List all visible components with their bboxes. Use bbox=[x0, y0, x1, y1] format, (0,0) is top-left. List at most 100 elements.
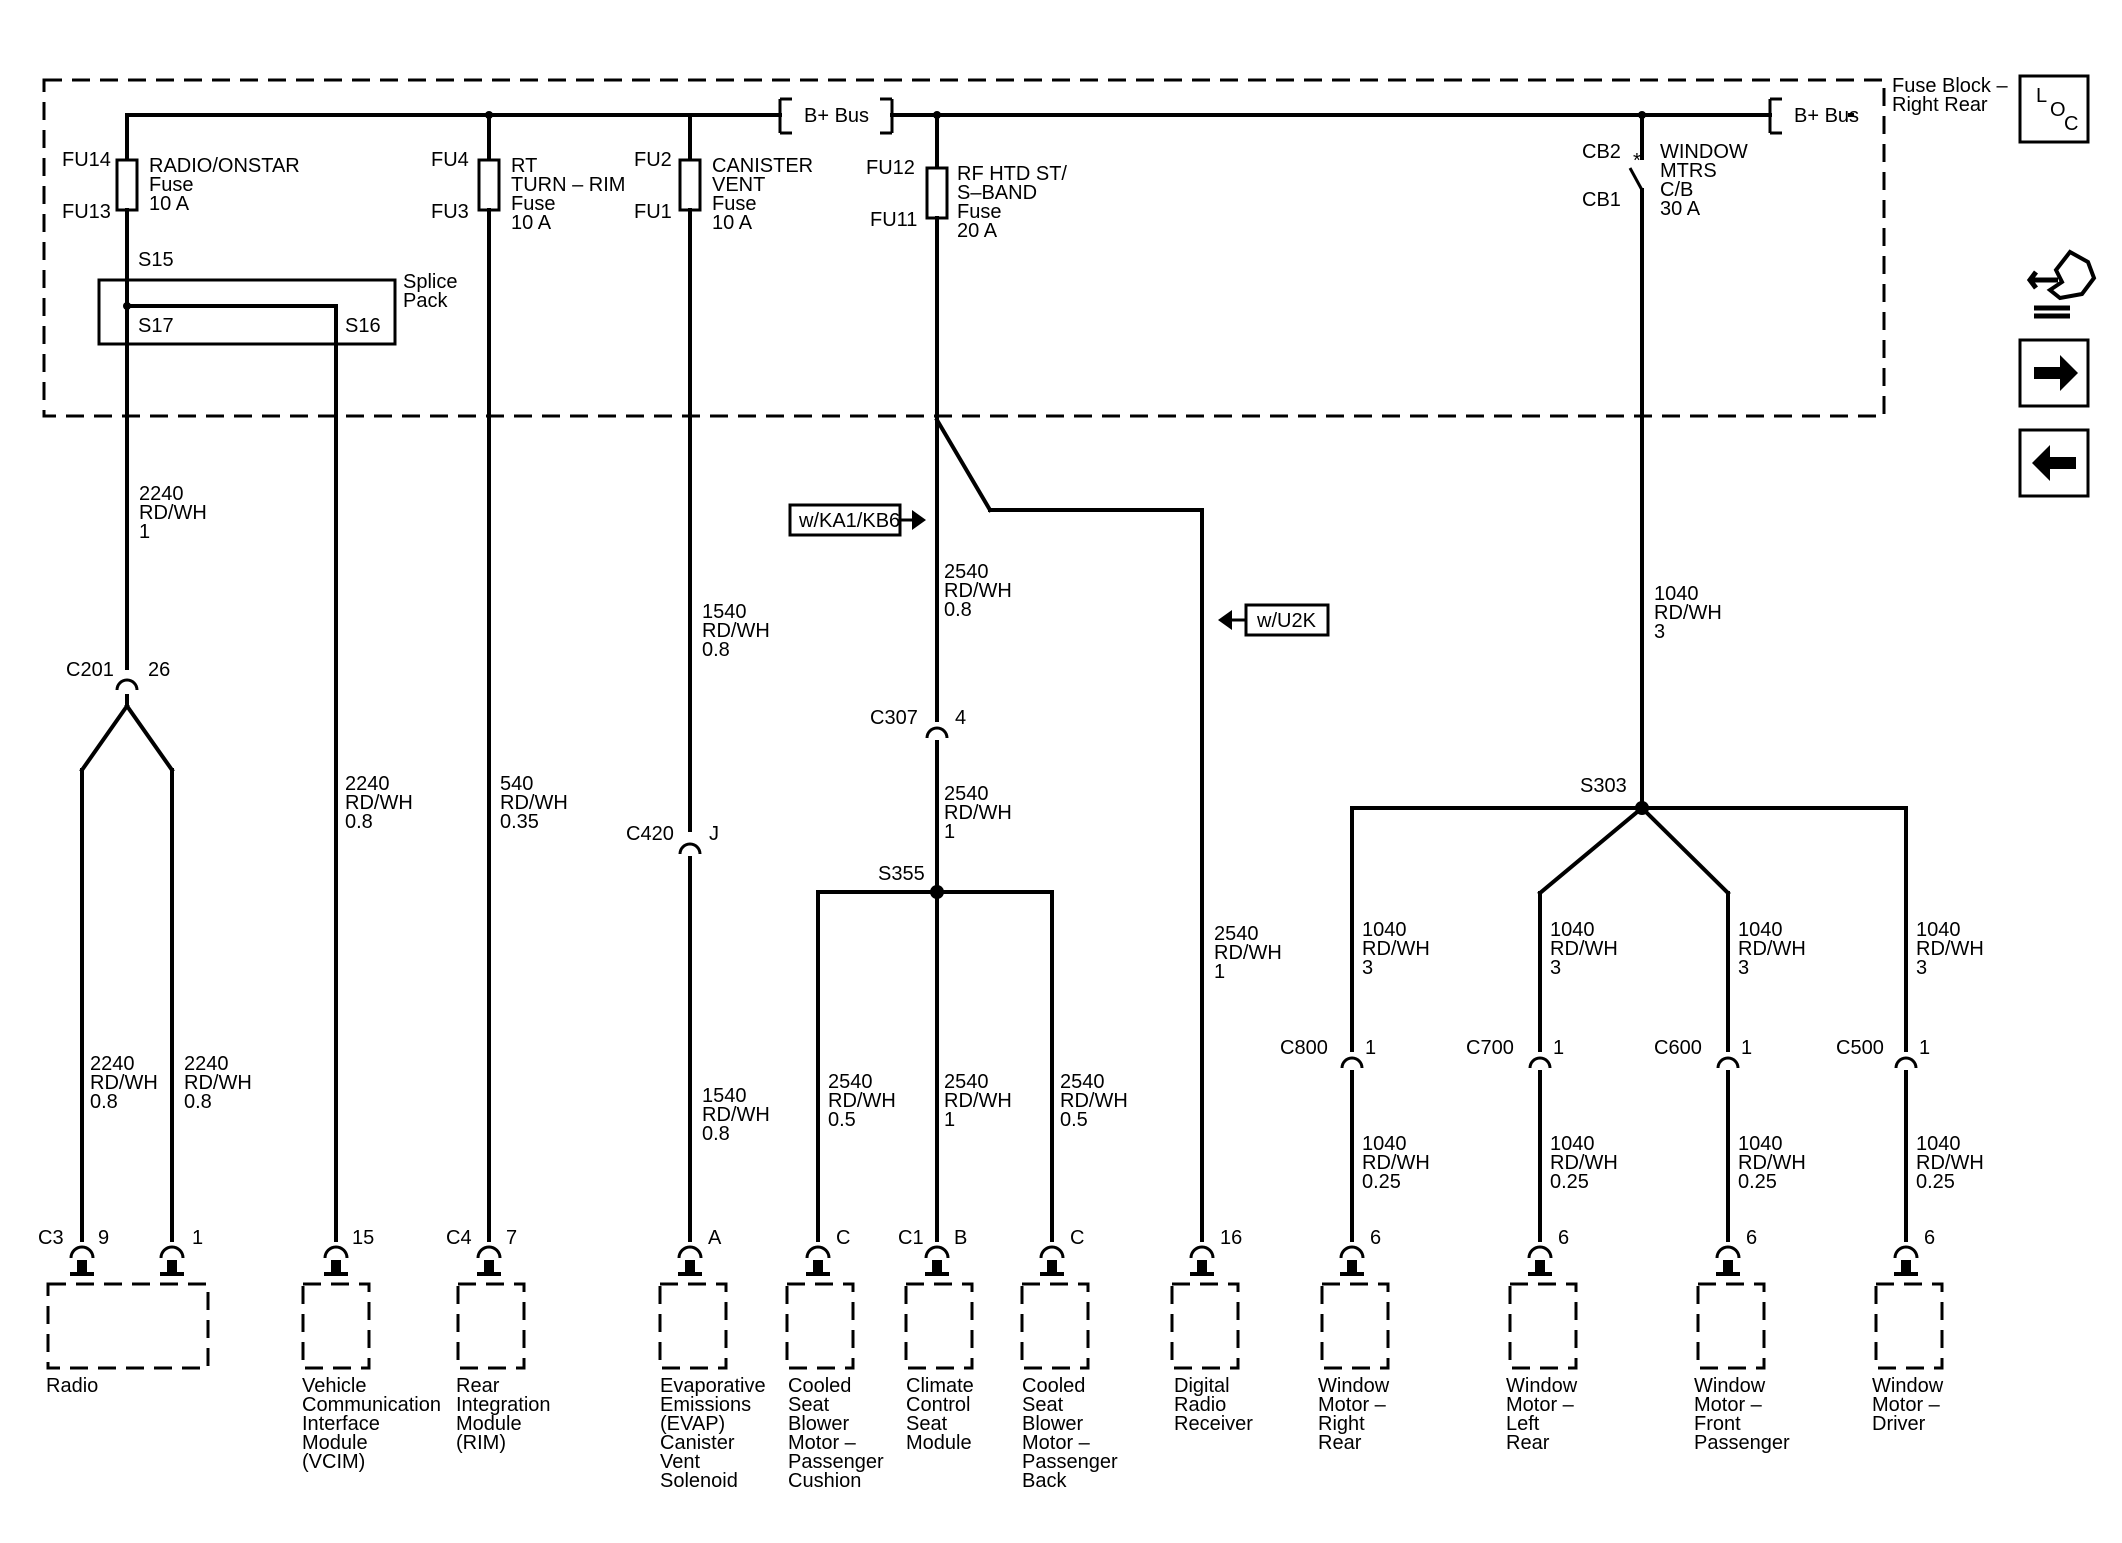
wire-window-fp-upper: 1040 RD/WH 3 bbox=[1738, 919, 1806, 979]
svg-text:6: 6 bbox=[1370, 1227, 1381, 1249]
svg-text:Blower: Blower bbox=[1022, 1413, 1083, 1435]
svg-text:FU13: FU13 bbox=[62, 201, 111, 223]
svg-text:FU11: FU11 bbox=[870, 209, 917, 231]
svg-text:Seat: Seat bbox=[788, 1394, 830, 1416]
svg-text:0.8: 0.8 bbox=[944, 599, 972, 621]
svg-text:C500: C500 bbox=[1836, 1037, 1884, 1059]
component-window-motor-right-rear: Window Motor – Right Rear bbox=[1318, 1375, 1390, 1454]
arrow-right-icon[interactable] bbox=[2018, 338, 2090, 408]
svg-text:0.5: 0.5 bbox=[1060, 1109, 1088, 1131]
connector-c800: C800 1 bbox=[1280, 1037, 1376, 1242]
wire-window-lr-lower: 1040 RD/WH 0.25 bbox=[1550, 1133, 1618, 1193]
svg-text:2240: 2240 bbox=[90, 1053, 135, 1075]
wire-digital-radio: 2540 RD/WH 1 bbox=[934, 417, 1282, 1242]
terminal-labels: C3 9 1 15 C4 7 A C C1 B C 16 6 6 6 6 bbox=[38, 1227, 1935, 1249]
svg-text:0.8: 0.8 bbox=[702, 639, 730, 661]
wire-rim: 540 RD/WH 0.35 bbox=[500, 773, 568, 833]
wire-window-fp-lower: 1040 RD/WH 0.25 bbox=[1738, 1133, 1806, 1193]
svg-text:C800: C800 bbox=[1280, 1037, 1328, 1059]
svg-text:2240: 2240 bbox=[345, 773, 390, 795]
svg-text:Seat: Seat bbox=[906, 1413, 948, 1435]
svg-text:Window: Window bbox=[1872, 1375, 1944, 1397]
svg-text:10 A: 10 A bbox=[511, 212, 552, 234]
svg-text:Passenger: Passenger bbox=[1694, 1432, 1790, 1454]
svg-text:Blower: Blower bbox=[788, 1413, 849, 1435]
wire-evap-upper: 1540 RD/WH 0.8 bbox=[702, 601, 770, 661]
svg-text:10 A: 10 A bbox=[149, 193, 190, 215]
terminal-pin bbox=[1893, 1245, 1919, 1276]
svg-text:6: 6 bbox=[1558, 1227, 1569, 1249]
svg-text:S–BAND: S–BAND bbox=[957, 182, 1037, 204]
svg-text:S16: S16 bbox=[345, 315, 381, 337]
terminal-pin bbox=[1039, 1245, 1065, 1276]
svg-text:MTRS: MTRS bbox=[1660, 160, 1717, 182]
svg-text:3: 3 bbox=[1916, 957, 1927, 979]
splice-pack: S15 S17 S16 Splice Pack bbox=[97, 249, 457, 1242]
svg-text:0.25: 0.25 bbox=[1738, 1171, 1777, 1193]
svg-text:Cooled: Cooled bbox=[788, 1375, 851, 1397]
wire-window-main: 1040 RD/WH 3 bbox=[1654, 583, 1722, 643]
svg-text:(VCIM): (VCIM) bbox=[302, 1451, 365, 1473]
svg-text:Splice: Splice bbox=[403, 271, 457, 293]
svg-text:2240: 2240 bbox=[139, 483, 184, 505]
svg-text:RD/WH: RD/WH bbox=[1738, 1152, 1806, 1174]
circuit-breaker-window-mtrs: * CB2 CB1 WINDOW MTRS C/B 30 A bbox=[1582, 113, 1748, 812]
svg-text:C3: C3 bbox=[38, 1227, 64, 1249]
fuse-radio-onstar: FU14 FU13 RADIO/ONSTAR Fuse 10 A bbox=[62, 113, 300, 290]
connector-icon[interactable] bbox=[2026, 249, 2097, 319]
svg-text:15: 15 bbox=[352, 1227, 374, 1249]
connector-c307: C307 4 bbox=[870, 707, 966, 892]
svg-text:Module: Module bbox=[906, 1432, 972, 1454]
svg-text:Integration: Integration bbox=[456, 1394, 551, 1416]
svg-text:2540: 2540 bbox=[1060, 1071, 1105, 1093]
svg-text:26: 26 bbox=[148, 659, 170, 681]
wire-radio-main: 2240 RD/WH 1 bbox=[125, 286, 207, 670]
svg-text:3: 3 bbox=[1362, 957, 1373, 979]
component-cooled-seat-back: Cooled Seat Blower Motor – Passenger Bac… bbox=[1022, 1375, 1118, 1492]
svg-text:RD/WH: RD/WH bbox=[1214, 942, 1282, 964]
svg-text:4: 4 bbox=[955, 707, 966, 729]
wire-window-dr-upper: 1040 RD/WH 3 bbox=[1916, 919, 1984, 979]
fuse-block-title-2: Right Rear bbox=[1892, 94, 1988, 116]
svg-text:1: 1 bbox=[1214, 961, 1225, 983]
svg-text:O: O bbox=[2050, 99, 2066, 121]
svg-text:Radio: Radio bbox=[1174, 1394, 1226, 1416]
svg-text:30 A: 30 A bbox=[1660, 198, 1701, 220]
b-plus-bus-label: B+ Bus bbox=[804, 105, 869, 127]
svg-text:w/KA1/KB6: w/KA1/KB6 bbox=[798, 510, 900, 532]
arrow-left-icon[interactable] bbox=[2018, 428, 2090, 498]
fuse-block-title: Fuse Block – bbox=[1892, 75, 2008, 97]
svg-text:Passenger: Passenger bbox=[788, 1451, 884, 1473]
location-icon[interactable]: L O C bbox=[2018, 74, 2090, 144]
component-evap: Evaporative Emissions (EVAP) Canister Ve… bbox=[660, 1375, 766, 1492]
wire-seat-back: 2540 RD/WH 0.5 bbox=[1060, 1071, 1128, 1131]
svg-text:1040: 1040 bbox=[1550, 919, 1595, 941]
svg-text:B: B bbox=[954, 1227, 967, 1249]
svg-text:Window: Window bbox=[1694, 1375, 1766, 1397]
component-vcim: Vehicle Communication Interface Module (… bbox=[302, 1375, 441, 1473]
svg-text:S355: S355 bbox=[878, 863, 925, 885]
svg-text:Emissions: Emissions bbox=[660, 1394, 751, 1416]
svg-text:1: 1 bbox=[944, 821, 955, 843]
svg-text:1: 1 bbox=[1741, 1037, 1752, 1059]
svg-text:RD/WH: RD/WH bbox=[345, 792, 413, 814]
fuse-block-outline bbox=[42, 78, 1886, 418]
svg-text:C1: C1 bbox=[898, 1227, 924, 1249]
svg-text:1: 1 bbox=[944, 1109, 955, 1131]
svg-text:S303: S303 bbox=[1580, 775, 1627, 797]
svg-text:RD/WH: RD/WH bbox=[944, 580, 1012, 602]
svg-text:0.8: 0.8 bbox=[90, 1091, 118, 1113]
svg-text:C: C bbox=[836, 1227, 850, 1249]
b-plus-bus-label-right: B+ Bus bbox=[1794, 105, 1859, 127]
svg-text:S15: S15 bbox=[138, 249, 174, 271]
svg-text:RF HTD ST/: RF HTD ST/ bbox=[957, 163, 1067, 185]
svg-text:1040: 1040 bbox=[1738, 1133, 1783, 1155]
svg-text:Motor –: Motor – bbox=[1694, 1394, 1763, 1416]
svg-text:9: 9 bbox=[98, 1227, 109, 1249]
wire-seat-mid: 2540 RD/WH 1 bbox=[944, 783, 1012, 843]
svg-text:CANISTER: CANISTER bbox=[712, 155, 813, 177]
svg-text:(RIM): (RIM) bbox=[456, 1432, 506, 1454]
svg-text:Rear: Rear bbox=[456, 1375, 500, 1397]
svg-text:2540: 2540 bbox=[944, 561, 989, 583]
